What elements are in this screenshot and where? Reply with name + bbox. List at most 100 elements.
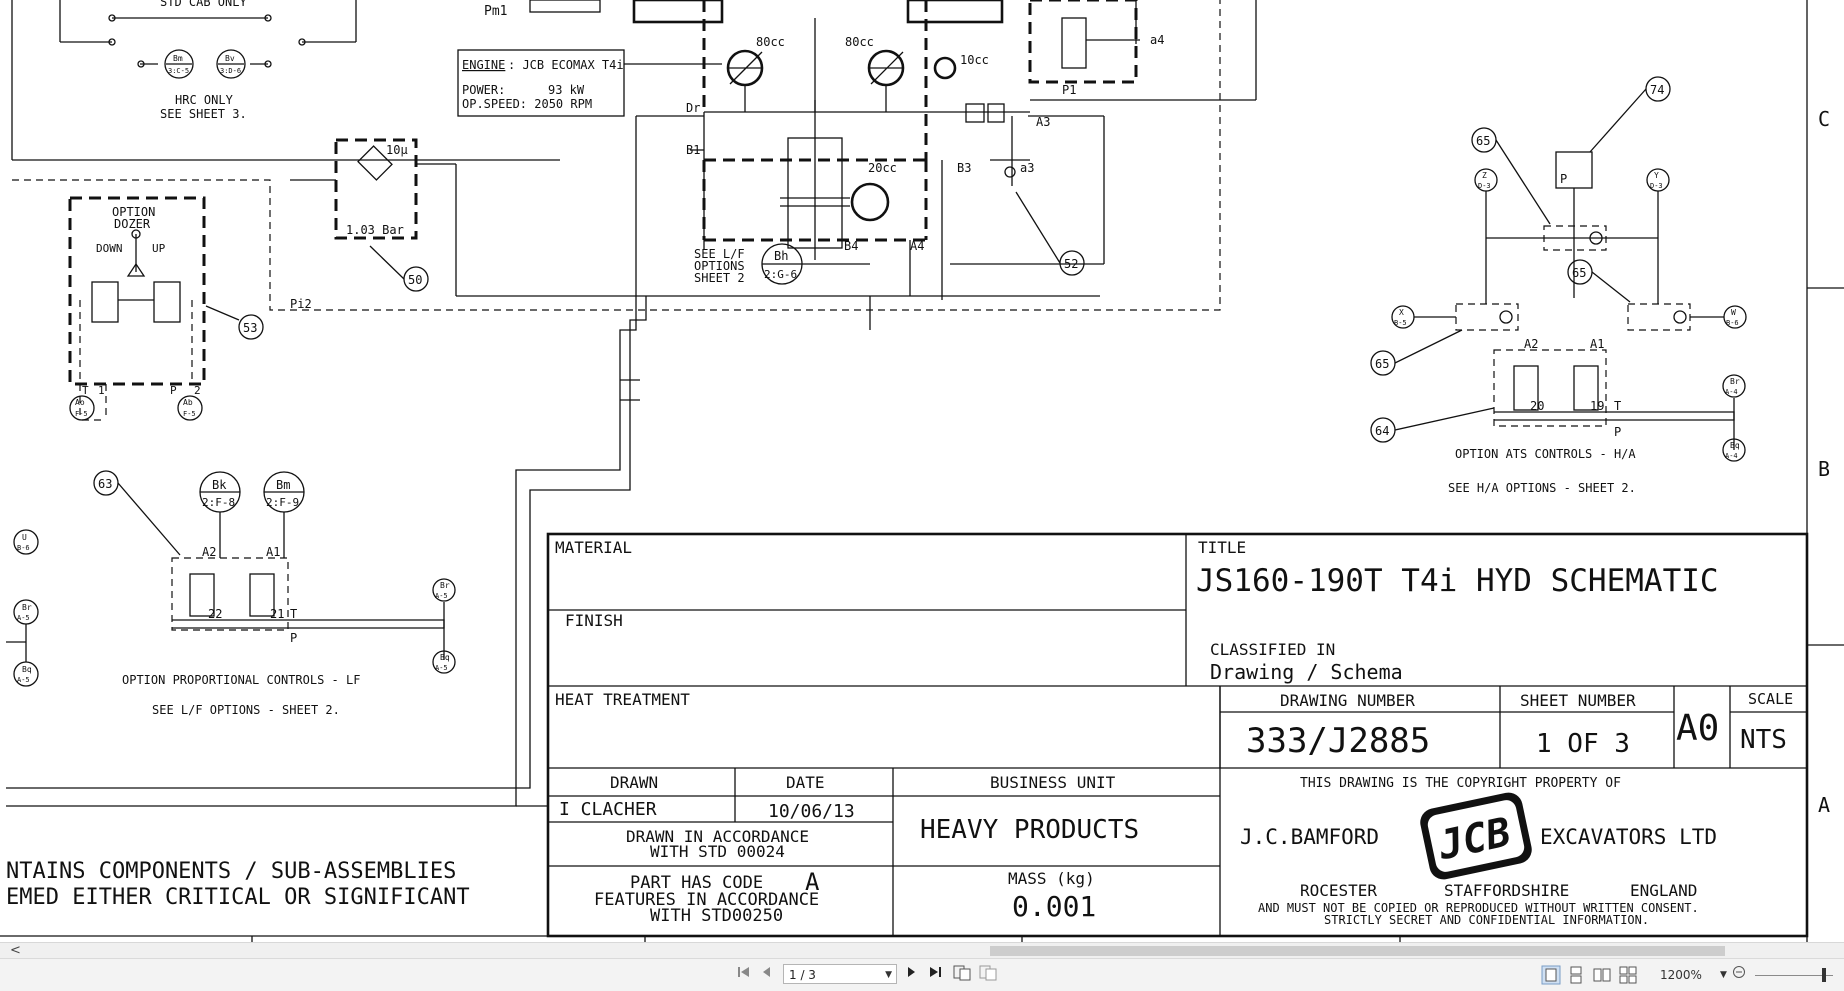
svg-text:Pm1: Pm1 xyxy=(484,4,507,19)
svg-text:POWER:: POWER: xyxy=(462,83,505,97)
hrc-see-sheet: SEE SHEET 3. xyxy=(160,107,247,121)
sheet-number: 1 OF 3 xyxy=(1536,729,1630,759)
engine-info-box: ENGINE : JCB ECOMAX T4i POWER: 93 kW OP.… xyxy=(457,49,722,117)
svg-text:WITH STD00250: WITH STD00250 xyxy=(650,906,783,926)
svg-text:A2: A2 xyxy=(1524,337,1538,351)
svg-text:FEATURES IN ACCORDANCE: FEATURES IN ACCORDANCE xyxy=(594,890,819,910)
svg-text:B4: B4 xyxy=(844,239,858,253)
zoom-level[interactable]: 1200% xyxy=(1660,968,1702,982)
ats-controls-group: P Z D-3 Y D-3 X B-5 W B-6 A2 A1 20 19 T xyxy=(1391,151,1747,495)
svg-text:65: 65 xyxy=(1476,134,1490,148)
svg-text:Ao: Ao xyxy=(75,398,85,407)
svg-text:B-5: B-5 xyxy=(1394,319,1407,327)
svg-text:2:G-6: 2:G-6 xyxy=(764,268,797,281)
svg-text:P: P xyxy=(1614,425,1621,439)
previous-page-icon[interactable] xyxy=(757,965,777,985)
svg-text:Bm: Bm xyxy=(276,478,290,492)
next-page-icon[interactable] xyxy=(901,965,921,985)
svg-text:80cc: 80cc xyxy=(756,35,785,49)
svg-text:A-5: A-5 xyxy=(435,664,448,672)
hrc-ports: Bm 3:C-5 Bv 3:D-6 HRC ONLY SEE SHEET 3. xyxy=(160,49,247,121)
return-filter: 10μ 1.03 Bar xyxy=(290,138,1100,297)
svg-text:DOWN: DOWN xyxy=(96,242,123,255)
ats-caption: OPTION ATS CONTROLS - H/A xyxy=(1455,447,1636,461)
svg-text:T: T xyxy=(82,384,89,397)
title-label: TITLE xyxy=(1198,538,1246,557)
zone-label-a: A xyxy=(1818,793,1830,817)
svg-text:63: 63 xyxy=(98,477,112,491)
date-label: DATE xyxy=(786,773,825,792)
svg-text:Z: Z xyxy=(1482,171,1487,180)
svg-text:74: 74 xyxy=(1650,83,1664,97)
svg-text:Br: Br xyxy=(1730,377,1740,386)
svg-text:2:F-9: 2:F-9 xyxy=(266,496,299,509)
svg-text:Bh: Bh xyxy=(774,249,788,263)
company-left: J.C.BAMFORD xyxy=(1240,825,1379,849)
zoom-dropdown-icon[interactable]: ▼ xyxy=(1720,970,1727,980)
svg-text:1: 1 xyxy=(98,384,105,397)
svg-text:2:F-8: 2:F-8 xyxy=(202,496,235,509)
svg-text:52: 52 xyxy=(1064,257,1078,271)
svg-text:P: P xyxy=(290,631,297,645)
svg-text:3:D-6: 3:D-6 xyxy=(220,67,241,75)
svg-text:A1: A1 xyxy=(1590,337,1604,351)
svg-text:OPTION: OPTION xyxy=(112,205,155,219)
company-right: EXCAVATORS LTD xyxy=(1540,825,1717,849)
svg-text:Pi2: Pi2 xyxy=(290,297,312,311)
zoom-slider-handle[interactable] xyxy=(1822,968,1826,982)
continuous-view-icon[interactable] xyxy=(1566,965,1586,985)
svg-text:19: 19 xyxy=(1590,399,1604,413)
horizontal-scrollbar[interactable]: < xyxy=(0,942,1844,959)
zoom-slider-track[interactable] xyxy=(1755,975,1833,976)
two-page-continuous-icon[interactable] xyxy=(1618,965,1638,985)
drawing-number-label: DRAWING NUMBER xyxy=(1280,691,1415,710)
svg-text:Bv: Bv xyxy=(225,54,235,63)
svg-text:WITH STD 00024: WITH STD 00024 xyxy=(650,842,785,861)
svg-text:NTAINS COMPONENTS / SUB-ASSEMB: NTAINS COMPONENTS / SUB-ASSEMBLIES xyxy=(6,859,456,884)
svg-text:20cc: 20cc xyxy=(868,161,897,175)
svg-text:STRICTLY SECRET AND CONFIDENTI: STRICTLY SECRET AND CONFIDENTIAL INFORMA… xyxy=(1324,913,1649,927)
svg-text:T: T xyxy=(290,607,297,621)
svg-text:D-3: D-3 xyxy=(1478,182,1491,190)
svg-text:Y: Y xyxy=(1654,171,1659,180)
std-cab-group: STD CAB ONLY xyxy=(11,0,560,161)
title-block: MATERIAL FINISH HEAT TREATMENT TITLE JS1… xyxy=(546,532,1809,938)
scrollbar-thumb[interactable] xyxy=(990,946,1725,956)
svg-text:50: 50 xyxy=(408,273,422,287)
svg-text:F-5: F-5 xyxy=(183,410,196,418)
single-page-view-icon[interactable] xyxy=(1541,965,1561,985)
svg-text:A3: A3 xyxy=(1036,115,1050,129)
svg-text:93 kW: 93 kW xyxy=(548,83,585,97)
document-viewer[interactable]: C B A STD CAB ONLY Bm 3:C-5 Bv 3:D-6 HRC… xyxy=(0,0,1844,942)
svg-text:STAFFORDSHIRE: STAFFORDSHIRE xyxy=(1444,881,1569,900)
svg-text:22: 22 xyxy=(208,607,222,621)
mass-label: MASS (kg) xyxy=(1008,869,1095,888)
last-page-icon[interactable] xyxy=(925,965,945,985)
two-page-view-icon[interactable] xyxy=(1592,965,1612,985)
svg-text:Bq: Bq xyxy=(1730,441,1740,450)
svg-text:U: U xyxy=(22,533,27,542)
scroll-left-arrow-icon[interactable]: < xyxy=(10,943,21,958)
material-label: MATERIAL xyxy=(555,538,632,557)
hrc-only-label: HRC ONLY xyxy=(175,93,234,107)
svg-text:A4: A4 xyxy=(910,239,924,253)
viewer-toolbar: 1 / 3 ▼ 1200% ▼ xyxy=(0,958,1844,991)
svg-text:P: P xyxy=(170,384,177,397)
svg-text:SEE L/F: SEE L/F xyxy=(694,247,745,261)
page-transfer-icon[interactable] xyxy=(952,965,972,985)
zoom-out-icon[interactable] xyxy=(1729,965,1749,985)
main-return-lines xyxy=(6,296,871,807)
svg-text:Dr: Dr xyxy=(686,101,700,115)
svg-text:DRAWN IN ACCORDANCE: DRAWN IN ACCORDANCE xyxy=(626,827,809,846)
first-page-icon[interactable] xyxy=(734,965,754,985)
ats-see-options: SEE H/A OPTIONS - SHEET 2. xyxy=(1448,481,1636,495)
svg-text:SHEET 2: SHEET 2 xyxy=(694,271,745,285)
proportional-controls-group: Bk 2:F-8 Bm 2:F-9 A2 A1 22 21 T P Br A-5… xyxy=(122,471,456,717)
svg-text:10cc: 10cc xyxy=(960,53,989,67)
pump-assembly: Pm1 80cc 80cc 10cc 20cc Dr B1 B3 B4 xyxy=(484,0,1257,300)
svg-text:B-6: B-6 xyxy=(17,544,30,552)
svg-text:B3: B3 xyxy=(957,161,971,175)
page-number-select[interactable]: 1 / 3 ▼ xyxy=(783,964,897,984)
svg-text:UP: UP xyxy=(152,242,166,255)
page-copy-icon[interactable] xyxy=(978,965,998,985)
